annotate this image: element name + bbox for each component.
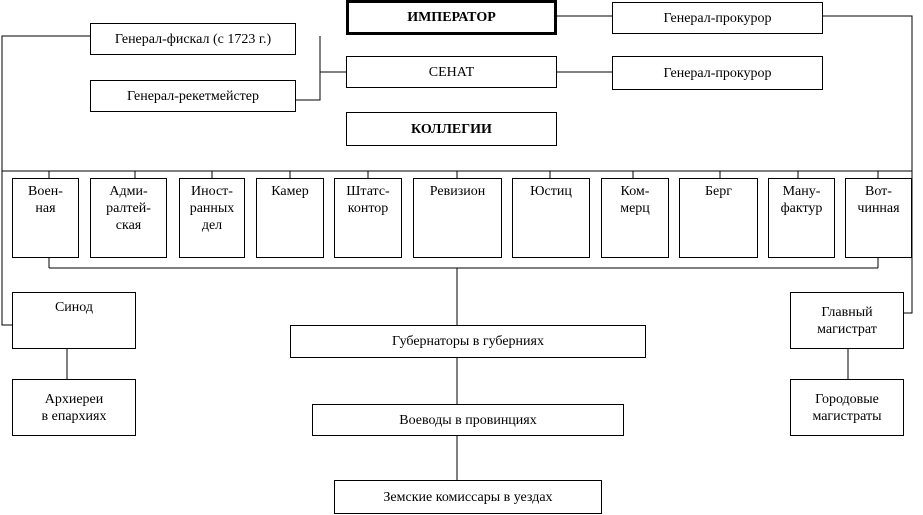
college-foreign: Иност- ранных дел: [179, 178, 245, 258]
general-reketmeister-box: Генерал-рекетмейстер: [90, 80, 296, 112]
bishops-box: Архиереи в епархиях: [12, 379, 136, 436]
prosecutor-senate-box: Генерал-прокурор: [612, 56, 823, 90]
college-kamer: Камер: [256, 178, 324, 258]
connector-right-spine: [823, 15, 913, 314]
governors-box: Губернаторы в губерниях: [290, 325, 646, 358]
connector-fiscal-bracket: [296, 36, 321, 101]
voivodes-box: Воеводы в провинциях: [312, 404, 624, 436]
emperor-box: ИМПЕРАТОР: [346, 0, 557, 35]
prosecutor-top-box: Генерал-прокурор: [612, 2, 823, 34]
senate-box: СЕНАТ: [346, 56, 557, 88]
college-revizion: Ревизион: [413, 178, 502, 258]
college-shtats-kontor: Штатс- контор: [334, 178, 402, 258]
college-manufaktur: Ману- фактур: [768, 178, 835, 258]
college-kommerts: Ком- мерц: [601, 178, 669, 258]
city-magistrates-box: Городовые магистраты: [790, 379, 904, 436]
college-votchinnaya: Вот- чинная: [845, 178, 912, 258]
college-yustits: Юстиц: [512, 178, 590, 258]
college-military: Воен- ная: [12, 178, 79, 258]
general-fiscal-box: Генерал-фискал (с 1723 г.): [90, 23, 296, 55]
college-admiralty: Адми- ралтей- ская: [90, 178, 167, 258]
colleges-header-box: КОЛЛЕГИИ: [346, 112, 557, 146]
college-berg: Берг: [679, 178, 758, 258]
synod-box: Синод: [12, 292, 136, 349]
chief-magistrate-box: Главный магистрат: [790, 292, 904, 349]
commissars-box: Земские комиссары в уездах: [334, 480, 602, 514]
